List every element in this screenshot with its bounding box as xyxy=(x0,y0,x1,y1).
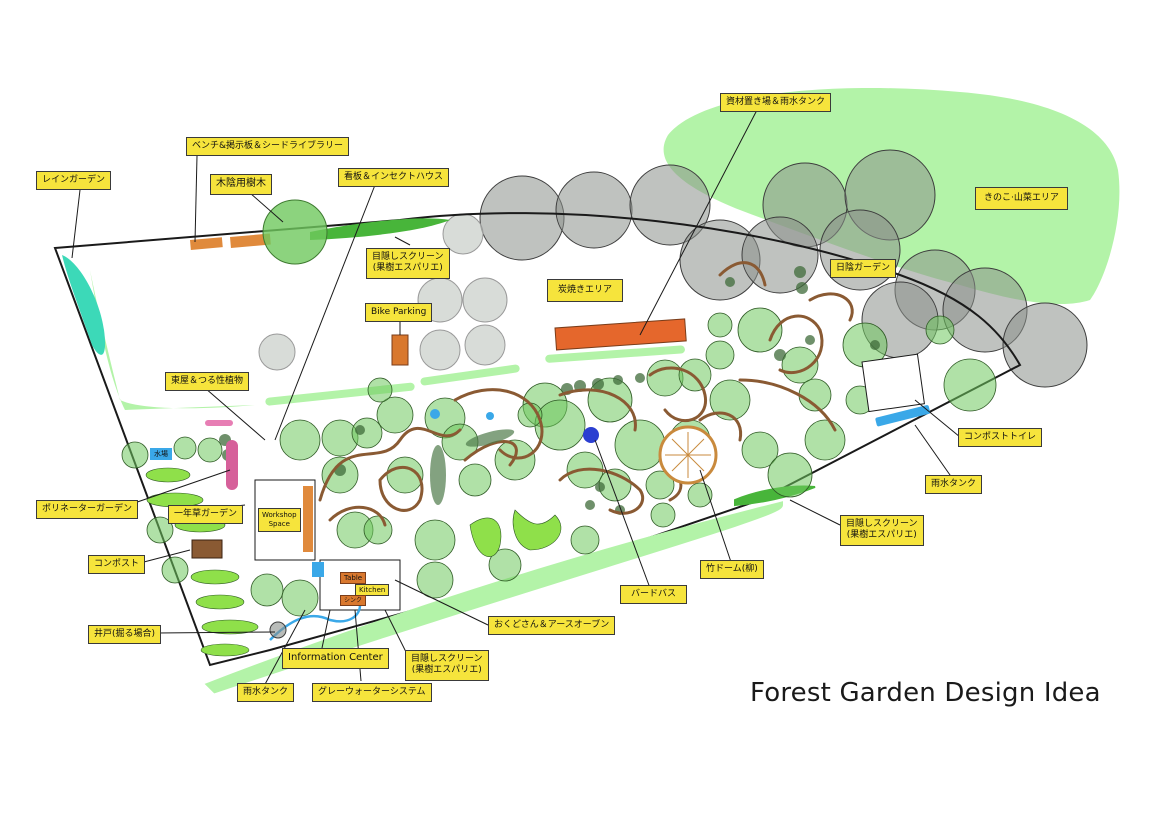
label-bamboo-dome: 竹ドーム(柳) xyxy=(700,560,764,580)
label-materials-tank: 資材置き場＆雨水タンク xyxy=(720,93,832,113)
label-bench-board-seed: ベンチ&掲示板＆シードライブラリー xyxy=(186,137,350,157)
label-workshop-space: Workshop Space xyxy=(258,508,301,532)
workshop-board xyxy=(303,486,313,552)
path-strip-2 xyxy=(420,364,520,386)
bench-1 xyxy=(190,237,223,250)
label-shade-garden: 日陰ガーデン xyxy=(830,259,897,279)
label-sign-insect: 看板＆インセクトハウス xyxy=(338,168,450,188)
leader-lines xyxy=(71,109,961,689)
label-graywater: グレーウォーターシステム xyxy=(312,683,432,703)
label-kitchen: Kitchen xyxy=(355,584,390,597)
label-rain-garden: レインガーデン xyxy=(36,171,112,191)
bench-2 xyxy=(229,233,271,248)
water-place-shape xyxy=(150,448,172,460)
label-water-place: 水場 xyxy=(154,450,168,458)
label-shade-tree: 木陰用樹木 xyxy=(210,174,272,195)
pink-planter xyxy=(226,440,238,490)
label-info-center: Information Center xyxy=(282,648,389,669)
label-mushroom-area: きのこ·山菜エリア xyxy=(975,187,1068,211)
dome-rays xyxy=(665,432,711,478)
pond-1 xyxy=(430,409,440,419)
bike-parking-rack xyxy=(391,334,409,366)
label-screen-bottom: 目隠しスクリーン (果樹エスパリエ) xyxy=(405,650,489,681)
label-pollinator-garden: ポリネーターガーデン xyxy=(36,500,139,520)
rain-garden xyxy=(62,255,106,355)
dark-beds xyxy=(430,429,515,505)
label-compost: コンポスト xyxy=(88,555,146,575)
rain-tank-right-shape xyxy=(875,405,931,427)
label-bike-parking: Bike Parking xyxy=(365,303,433,323)
label-bird-bath: バードバス xyxy=(620,585,688,605)
pink-planter-top xyxy=(205,420,233,426)
compost-bin xyxy=(191,539,223,559)
dark-shrubs xyxy=(219,266,880,515)
label-oven: おくどさん＆アースオーブン xyxy=(488,616,616,636)
toilet-area xyxy=(861,353,925,413)
diagram-title: Forest Garden Design Idea xyxy=(750,678,1101,708)
label-rain-tank-bottom: 雨水タンク xyxy=(237,683,295,703)
grey-tree-row xyxy=(479,149,1088,388)
bird-bath-shape xyxy=(583,427,599,443)
rain-tank-bottom-shape xyxy=(312,562,324,577)
path-strip-3 xyxy=(545,345,685,363)
light-grey-trees xyxy=(258,213,508,371)
label-annual-garden: 一年草ガーデン xyxy=(168,505,244,525)
label-well: 井戸(掘る場合) xyxy=(88,625,162,645)
label-table: Table xyxy=(340,572,367,585)
pond-2 xyxy=(486,412,494,420)
top-screen-strip xyxy=(310,218,450,240)
label-rain-tank-right: 雨水タンク xyxy=(925,475,983,495)
label-screen-top: 目隠しスクリーン (果樹エスパリエ) xyxy=(366,248,450,279)
label-charcoal-area: 炭焼きエリア xyxy=(547,279,624,303)
well-shape xyxy=(269,621,287,639)
label-sink: シンク xyxy=(340,595,367,607)
shade-tree xyxy=(262,199,328,265)
bottom-screen-strip xyxy=(204,501,784,694)
garden-beds xyxy=(145,467,562,657)
label-arbor-vines: 東屋＆つる性植物 xyxy=(165,372,250,392)
label-screen-right: 目隠しスクリーン (果樹エスパリエ) xyxy=(840,515,924,546)
materials-storage xyxy=(554,318,687,351)
label-compost-toilet: コンポストトイレ xyxy=(958,428,1043,448)
graywater-channel xyxy=(269,604,362,641)
